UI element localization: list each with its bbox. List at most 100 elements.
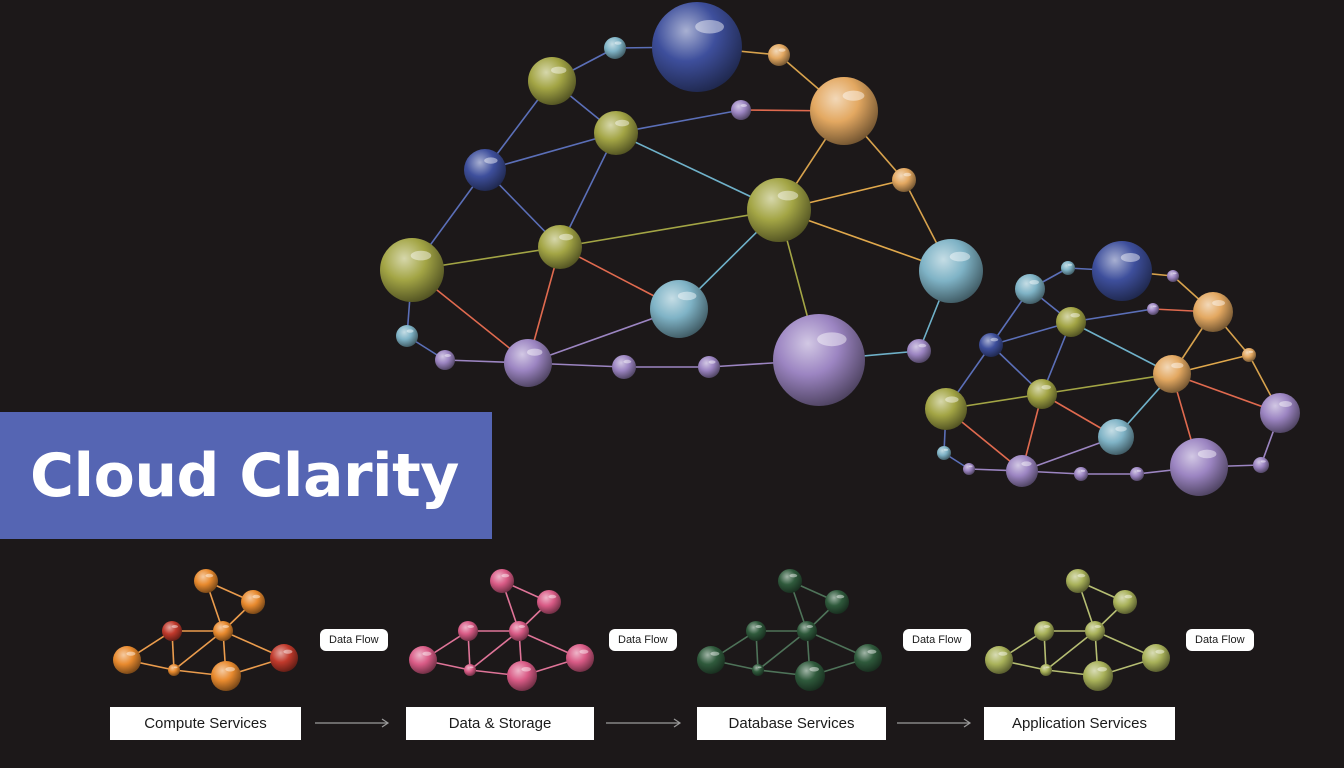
large-cloud-network-node-4 [810, 77, 878, 145]
small-cloud-network-node-highlight-2 [1067, 263, 1073, 266]
service-molecule-3-node-highlight-6 [757, 666, 762, 669]
service-box-compute[interactable]: Compute Services [110, 707, 301, 740]
service-molecule-4-node-2 [1034, 621, 1054, 641]
large-cloud-network-node-highlight-2 [614, 41, 622, 45]
service-molecule-1-node-1 [241, 590, 265, 614]
small-cloud-network-link-19 [1041, 373, 1173, 395]
service-molecule-2-node-highlight-1 [548, 594, 557, 599]
small-cloud-network-node-highlight-20 [1260, 460, 1266, 463]
large-cloud-network-node-highlight-17 [623, 359, 632, 364]
small-cloud-network-node-1 [1015, 274, 1045, 304]
service-box-data-storage[interactable]: Data & Storage [406, 707, 594, 740]
service-molecule-1-node-highlight-7 [225, 667, 235, 672]
service-molecule-1 [113, 569, 298, 691]
small-cloud-network [925, 241, 1300, 496]
small-cloud-network-node-highlight-15 [968, 465, 973, 468]
data-flow-label-2: Data Flow [609, 629, 677, 651]
small-cloud-network-node-highlight-14 [943, 448, 949, 451]
service-molecule-1-node-4 [113, 646, 141, 674]
large-cloud-network-node-3 [768, 44, 790, 66]
large-cloud-network-node-10 [538, 225, 582, 269]
small-cloud-network-node-4 [1193, 292, 1233, 332]
page-title: Cloud Clarity [30, 441, 459, 511]
large-cloud-network-node-highlight-1 [551, 66, 567, 74]
small-cloud-network-node-20 [1253, 457, 1269, 473]
service-molecule-1-node-highlight-4 [126, 651, 136, 656]
service-molecule-1-node-highlight-0 [205, 573, 214, 578]
large-cloud-network-node-highlight-9 [777, 190, 799, 201]
service-molecule-3-node-4 [697, 646, 725, 674]
service-molecule-1-node-2 [162, 621, 182, 641]
large-cloud-network-node-12 [919, 239, 983, 303]
service-molecule-2-link-7 [469, 630, 520, 671]
service-molecule-3-node-highlight-2 [755, 625, 762, 628]
service-molecule-4-node-highlight-0 [1077, 573, 1086, 578]
small-cloud-network-node-highlight-5 [1152, 305, 1157, 308]
service-molecule-3-node-2 [746, 621, 766, 641]
small-cloud-network-node-9 [1153, 355, 1191, 393]
service-molecule-4-node-6 [1040, 664, 1052, 676]
service-molecule-1-node-7 [211, 661, 241, 691]
service-molecule-4-node-highlight-2 [1043, 625, 1051, 628]
large-cloud-network [380, 2, 983, 406]
service-molecule-2-node-highlight-7 [521, 667, 531, 672]
service-molecule-3-node-highlight-5 [867, 649, 877, 654]
service-molecule-1-node-5 [270, 644, 298, 672]
large-cloud-network-node-14 [396, 325, 418, 347]
small-cloud-network-node-highlight-19 [1197, 449, 1217, 459]
large-cloud-network-node-5 [731, 100, 751, 120]
large-cloud-network-node-15 [435, 350, 455, 370]
service-molecule-2-node-4 [409, 646, 437, 674]
small-cloud-network-node-highlight-4 [1212, 300, 1225, 306]
service-molecule-3-node-highlight-7 [809, 667, 819, 672]
small-cloud-network-node-highlight-11 [945, 396, 959, 403]
service-molecule-2-node-7 [507, 661, 537, 691]
service-molecule-3-node-6 [752, 664, 764, 676]
small-cloud-network-node-5 [1147, 303, 1159, 315]
service-molecule-3-node-highlight-4 [710, 651, 720, 656]
large-cloud-network-node-9 [747, 178, 811, 242]
service-molecule-4-node-highlight-5 [1155, 649, 1165, 654]
large-cloud-network-node-highlight-10 [559, 233, 574, 241]
service-molecule-4-node-highlight-6 [1045, 666, 1050, 669]
large-cloud-network-node-highlight-15 [444, 354, 451, 357]
small-cloud-network-node-highlight-6 [1070, 313, 1080, 318]
small-cloud-network-node-16 [1006, 455, 1038, 487]
service-molecule-4-node-highlight-3 [1094, 625, 1102, 628]
large-cloud-network-node-highlight-16 [527, 348, 543, 356]
large-cloud-network-node-19 [773, 314, 865, 406]
small-cloud-network-node-14 [937, 446, 951, 460]
service-molecule-2-node-highlight-4 [422, 651, 432, 656]
service-molecule-3-node-3 [797, 621, 817, 641]
service-molecule-4-node-3 [1085, 621, 1105, 641]
flow-arrow-1 [315, 718, 390, 728]
service-molecule-1-node-3 [213, 621, 233, 641]
large-cloud-network-node-highlight-3 [778, 48, 786, 52]
small-cloud-network-node-highlight-0 [1120, 253, 1140, 262]
service-molecule-2-node-6 [464, 664, 476, 676]
service-molecule-4-node-1 [1113, 590, 1137, 614]
large-cloud-network-node-0 [652, 2, 742, 92]
service-molecule-1-node-highlight-3 [222, 625, 229, 628]
data-flow-label-1: Data Flow [320, 629, 388, 651]
large-cloud-network-node-highlight-18 [708, 360, 716, 364]
small-cloud-network-node-10 [1027, 379, 1057, 409]
service-molecule-2-node-highlight-5 [579, 649, 589, 654]
service-molecule-3-node-7 [795, 661, 825, 691]
small-cloud-network-node-0 [1092, 241, 1152, 301]
service-molecule-3-node-highlight-3 [806, 625, 813, 628]
service-molecule-4-link-7 [1045, 630, 1096, 671]
small-cloud-network-node-highlight-16 [1021, 461, 1032, 467]
service-molecule-2-node-highlight-2 [467, 625, 474, 628]
large-cloud-network-node-highlight-5 [740, 104, 747, 107]
service-box-database[interactable]: Database Services [697, 707, 886, 740]
title-banner: Cloud Clarity [0, 412, 492, 539]
flow-arrow-2 [606, 718, 682, 728]
service-molecule-3 [697, 569, 882, 691]
service-molecule-4-node-highlight-1 [1124, 594, 1133, 599]
service-molecule-4-node-5 [1142, 644, 1170, 672]
service-molecule-3-node-highlight-1 [836, 594, 845, 599]
service-box-application[interactable]: Application Services [984, 707, 1175, 740]
large-cloud-network-node-13 [650, 280, 708, 338]
